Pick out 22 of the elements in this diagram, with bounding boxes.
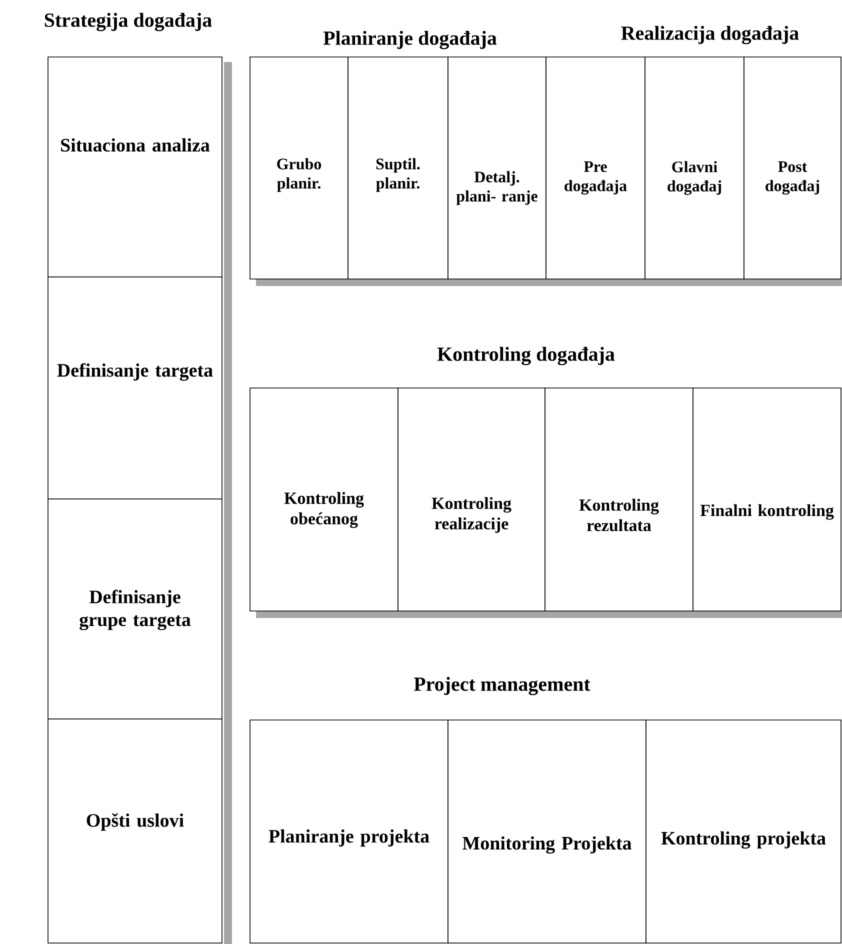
cell-box: Kontroling rezultata (544, 388, 694, 612)
cell-box: Definisanje targeta (48, 276, 222, 500)
section-heading: Realizacija događaja (621, 26, 799, 44)
cell-box: Kontroling realizacije (398, 388, 546, 612)
section-heading: Project management (414, 676, 590, 696)
section-heading: Strategija događaja (44, 12, 212, 32)
cell-box: Post događaj (744, 56, 842, 280)
cell-box: Kontroling obećanog (250, 388, 398, 612)
cell-box: Kontroling projekta (646, 720, 842, 944)
cell-box: Monitoring Projekta (448, 720, 646, 944)
cell-box: Finalni kontroling (692, 388, 842, 612)
cell-box: Glavni događaj (644, 56, 744, 280)
cell-box: Planiranje projekta (250, 720, 448, 944)
section-heading: Planiranje događaja (323, 30, 497, 50)
cell-box: Pre događaja (546, 56, 646, 280)
cell-box: Definisanje grupe targeta (48, 498, 222, 720)
cell-box: Detalj. plani- ranje (448, 56, 546, 280)
cell-box: Situaciona analiza (48, 56, 222, 278)
cell-box: Suptil. planir. (348, 56, 448, 280)
cell-box: Opšti uslovi (48, 718, 222, 944)
cell-box: Grubo planir. (250, 56, 348, 280)
section-heading: Kontroling događaja (437, 346, 615, 366)
